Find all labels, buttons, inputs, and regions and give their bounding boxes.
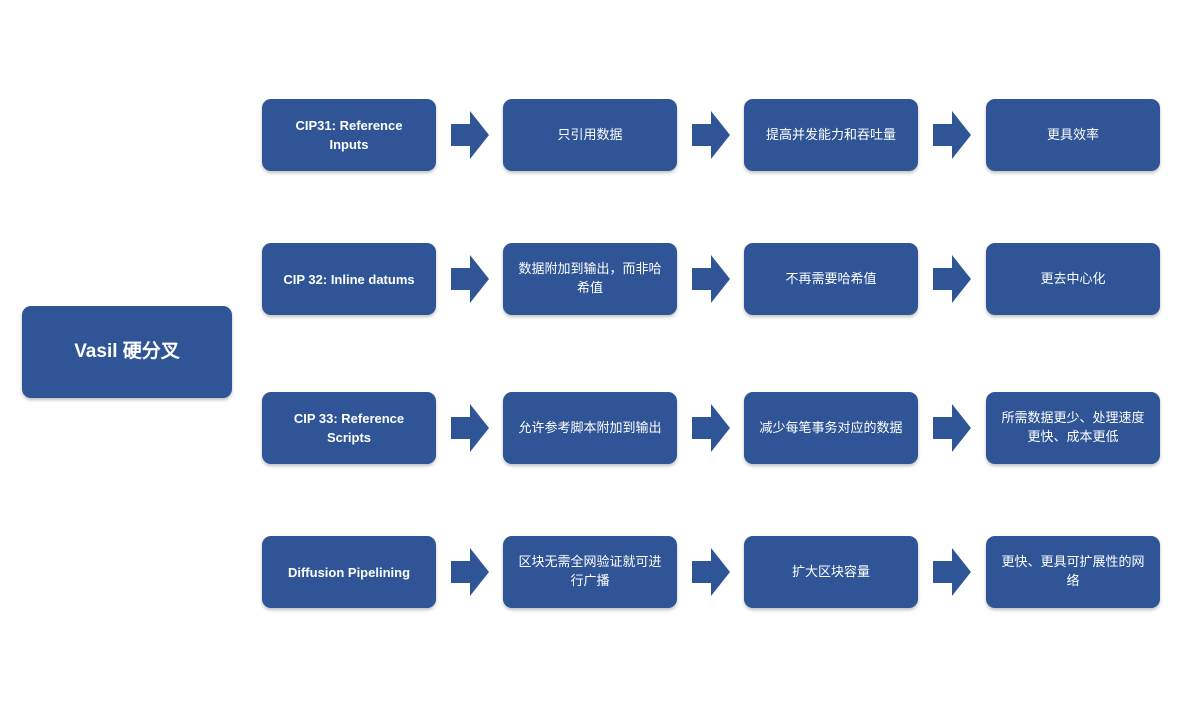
row-1-step-1-label: CIP31: Reference Inputs	[295, 118, 403, 152]
row-3-step-3-label: 减少每笔事务对应的数据	[759, 420, 903, 436]
row-2-step-1: CIP 32: Inline datums	[262, 243, 436, 315]
row-2-step-3: 不再需要哈希值	[744, 243, 918, 315]
row-2-step-2-label: 数据附加到输出，而非哈希值	[518, 262, 662, 296]
row-3-step-4: 所需数据更少、处理速度更快、成本更低	[986, 392, 1160, 464]
root-label: Vasil 硬分叉	[74, 341, 180, 362]
arrow-right-icon	[933, 548, 971, 596]
row-4-step-3-label: 扩大区块容量	[791, 564, 870, 580]
arrow-right-icon	[692, 404, 730, 452]
row-3-step-1: CIP 33: Reference Scripts	[262, 392, 436, 464]
row-4-step-2-label: 区块无需全网验证就可进行广播	[518, 555, 662, 589]
row-4-step-2: 区块无需全网验证就可进行广播	[503, 536, 677, 608]
row-2-step-1-label: CIP 32: Inline datums	[283, 271, 415, 287]
arrow-right-icon	[933, 111, 971, 159]
row-4-step-1-label: Diffusion Pipelining	[287, 564, 411, 580]
row-3-step-2: 允许参考脚本附加到输出	[503, 392, 677, 464]
arrow-right-icon	[692, 111, 730, 159]
arrow-right-icon	[451, 548, 489, 596]
arrow-right-icon	[692, 255, 730, 303]
arrow-right-icon	[692, 548, 730, 596]
arrow-right-icon	[933, 404, 971, 452]
row-4-step-1: Diffusion Pipelining	[262, 536, 436, 608]
row-1-step-4-label: 更具效率	[1046, 127, 1099, 143]
row-1-step-3-label: 提高并发能力和吞吐量	[765, 127, 896, 143]
row-3-step-1-label: CIP 33: Reference Scripts	[293, 411, 405, 445]
row-2-step-2: 数据附加到输出，而非哈希值	[503, 243, 677, 315]
row-3-step-4-label: 所需数据更少、处理速度更快、成本更低	[1001, 411, 1145, 445]
arrow-right-icon	[451, 255, 489, 303]
row-2-step-4-label: 更去中心化	[1040, 271, 1106, 287]
row-3-step-2-label: 允许参考脚本附加到输出	[518, 420, 662, 436]
arrow-right-icon	[451, 111, 489, 159]
row-4-step-3: 扩大区块容量	[744, 536, 918, 608]
row-4-step-4: 更快、更具可扩展性的网络	[986, 536, 1160, 608]
arrow-right-icon	[451, 404, 489, 452]
row-1-step-2-label: 只引用数据	[557, 127, 623, 143]
root-node: Vasil 硬分叉	[22, 306, 232, 398]
row-2-step-4: 更去中心化	[986, 243, 1160, 315]
row-4-step-4-label: 更快、更具可扩展性的网络	[1001, 555, 1145, 589]
row-1-step-1: CIP31: Reference Inputs	[262, 99, 436, 171]
row-1-step-2: 只引用数据	[503, 99, 677, 171]
row-2-step-3-label: 不再需要哈希值	[785, 271, 877, 287]
arrow-right-icon	[933, 255, 971, 303]
row-3-step-3: 减少每笔事务对应的数据	[744, 392, 918, 464]
row-1-step-3: 提高并发能力和吞吐量	[744, 99, 918, 171]
row-1-step-4: 更具效率	[986, 99, 1160, 171]
